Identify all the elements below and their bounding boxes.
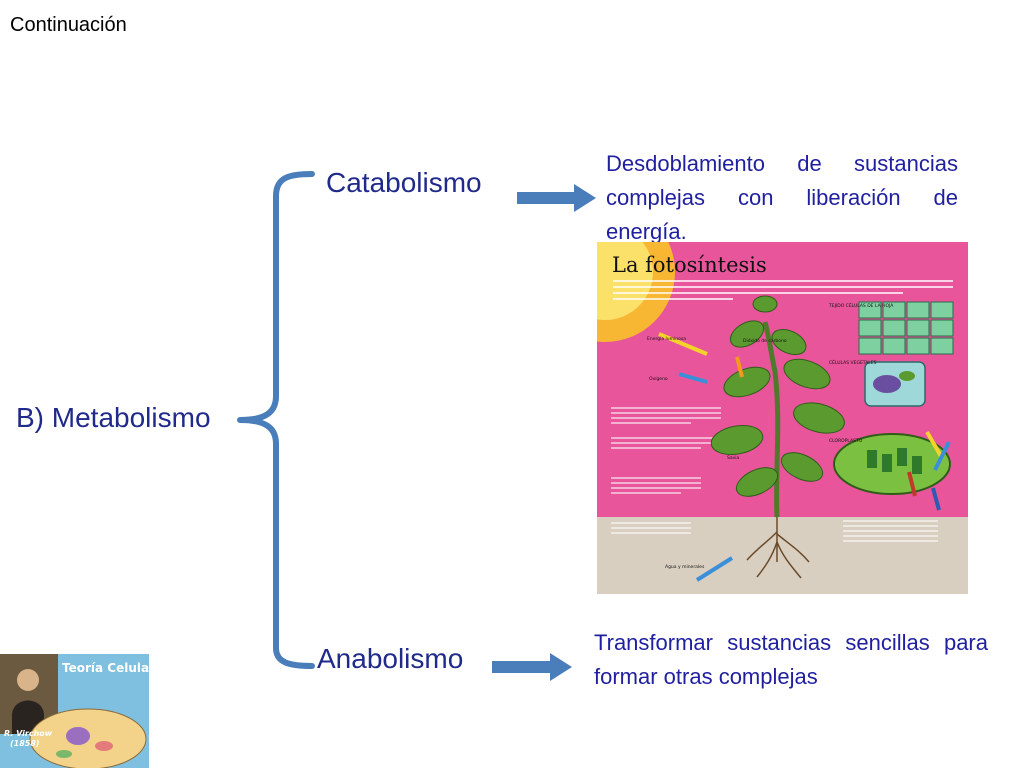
- poster-label-plant-cells: CÉLULAS VEGETALES: [829, 358, 877, 366]
- poster-label-light: Energía luminosa: [647, 335, 686, 342]
- anabolism-arrow: [492, 653, 572, 681]
- anabolism-definition: Transformar sustancias sencillas para fo…: [594, 630, 988, 689]
- poster-label-water: Agua y minerales: [665, 564, 705, 570]
- poster-label-leaf-cells: TEJIDO CÉLULAS DE LA HOJA: [828, 301, 894, 309]
- poster-label-chloroplast: CLOROPLASTO: [829, 438, 863, 444]
- cell-theory-thumbnail: Teoría Celular R. Virchow (1858): [0, 654, 149, 768]
- catabolism-label: Catabolismo: [326, 167, 482, 198]
- thumbnail-author: R. Virchow: [4, 729, 53, 738]
- slide-corner-title: Continuación: [10, 14, 127, 36]
- curly-brace: [237, 171, 315, 669]
- poster-title: La fotosíntesis: [612, 253, 767, 277]
- poster-label-sap: Savia: [727, 455, 740, 461]
- poster-label-oxygen: Oxígeno: [649, 375, 668, 382]
- poster-label-co2: Dióxido de carbono: [743, 337, 787, 344]
- metabolism-label: B) Metabolismo: [16, 402, 211, 433]
- thumbnail-title: Teoría Celular: [62, 661, 149, 675]
- photosynthesis-poster: La fotosíntesis: [597, 242, 968, 594]
- anabolism-label: Anabolismo: [317, 643, 464, 674]
- catabolism-arrow: [517, 184, 596, 212]
- catabolism-definition: Desdoblamiento de sustancias complejas c…: [606, 151, 958, 244]
- thumbnail-year: (1858): [10, 739, 40, 748]
